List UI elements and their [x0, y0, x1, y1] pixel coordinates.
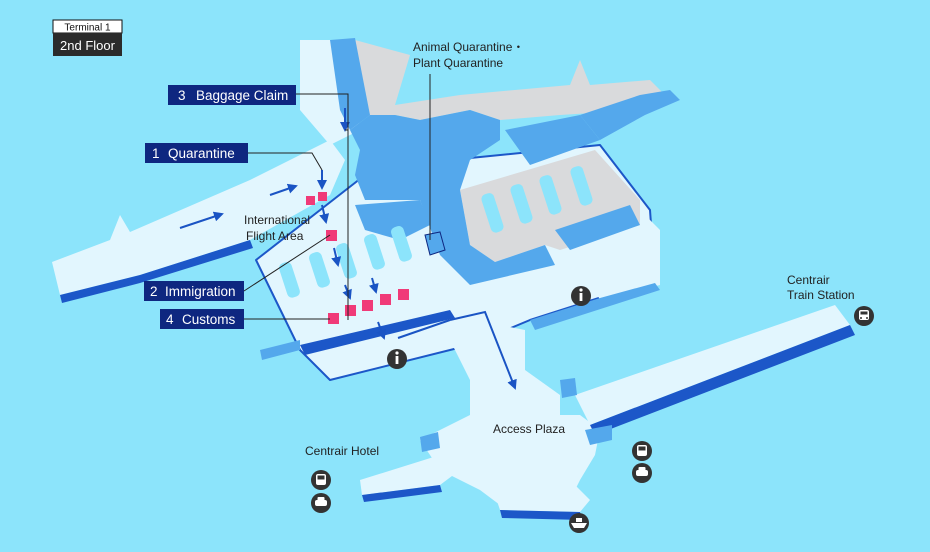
access-plaza-label: Access Plaza [493, 422, 565, 436]
taxi-icon [632, 463, 652, 483]
terminal-label: Terminal 1 [64, 23, 111, 34]
international-label-line1: International [244, 213, 310, 227]
information-icon [387, 349, 407, 369]
step-number: 4 [166, 312, 174, 327]
train-icon [854, 306, 874, 326]
step-label: Quarantine [168, 146, 235, 161]
step-number: 1 [152, 146, 160, 161]
train-station-label-line1: Centrair [787, 273, 830, 287]
step-customs: 4 Customs [160, 309, 244, 329]
taxi-icon [311, 493, 331, 513]
baggage-carousels [279, 166, 593, 298]
hotel-label: Centrair Hotel [305, 444, 379, 458]
step-quarantine: 1 Quarantine [145, 143, 248, 163]
step-label: Immigration [165, 284, 236, 299]
animal-quarantine-label: Animal Quarantine・ [413, 40, 524, 54]
step-number: 2 [150, 284, 158, 299]
ferry-icon [569, 513, 589, 533]
bus-icon [632, 441, 652, 461]
checkpoints [306, 192, 409, 324]
step-label: Baggage Claim [196, 88, 288, 103]
step-label: Customs [182, 312, 236, 327]
floor-label: 2nd Floor [60, 38, 116, 53]
place-labels: Animal Quarantine・ Plant Quarantine Inte… [244, 40, 855, 458]
step-number: 3 [178, 88, 186, 103]
leader-lines [243, 74, 431, 320]
international-label-line2: Flight Area [246, 229, 304, 243]
bus-icon [311, 470, 331, 490]
route-arrows [179, 108, 517, 390]
step-baggage-claim: 3 Baggage Claim [168, 85, 296, 105]
floor-badge: Terminal 1 2nd Floor [52, 19, 123, 56]
information-icon [571, 286, 591, 306]
train-station-label-line2: Train Station [787, 288, 855, 302]
step-immigration: 2 Immigration [144, 281, 244, 301]
plant-quarantine-label: Plant Quarantine [413, 56, 503, 70]
